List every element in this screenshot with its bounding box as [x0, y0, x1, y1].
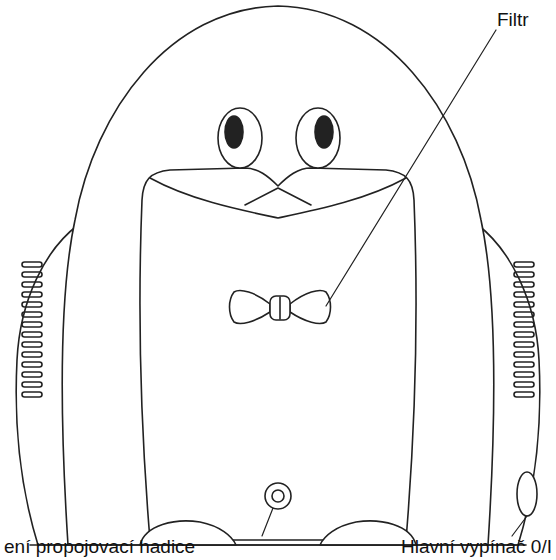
right-vents	[514, 262, 534, 397]
leader-line	[512, 516, 527, 536]
bow-tie-left	[230, 291, 271, 324]
vent-slot	[514, 352, 534, 357]
vent-slot	[22, 262, 42, 267]
bow-tie-right	[290, 291, 331, 324]
part-label: Filtr	[497, 10, 529, 31]
right-eye	[296, 108, 340, 168]
vent-slot	[514, 342, 534, 347]
vent-slot	[514, 332, 534, 337]
left-pupil	[225, 116, 243, 148]
main-switch	[517, 472, 537, 516]
vent-slot	[22, 382, 42, 387]
left-eye	[218, 108, 262, 168]
vent-slot	[514, 322, 534, 327]
vent-slot	[22, 312, 42, 317]
vent-slot	[22, 362, 42, 367]
vent-slot	[514, 382, 534, 387]
hose-connector-inner	[272, 490, 284, 502]
vent-slot	[22, 302, 42, 307]
vent-slot	[514, 392, 534, 397]
vent-slot	[514, 282, 534, 287]
belly-panel	[140, 168, 416, 540]
vent-slot	[514, 372, 534, 377]
part-label: ení propojovací hadice	[4, 537, 195, 558]
vent-slot	[22, 392, 42, 397]
vent-slot	[514, 312, 534, 317]
vent-slot	[22, 272, 42, 277]
beak-tip	[245, 188, 311, 205]
vent-slot	[514, 292, 534, 297]
vent-slot	[22, 372, 42, 377]
bow-tie-fold	[279, 297, 281, 319]
vent-slot	[22, 292, 42, 297]
right-pupil	[315, 116, 333, 148]
hose-connector	[265, 483, 291, 509]
left-vents	[22, 262, 42, 397]
body-dome	[62, 6, 494, 545]
vent-slot	[22, 352, 42, 357]
bow-tie-knot	[270, 296, 290, 320]
vent-slot	[514, 262, 534, 267]
vent-slot	[22, 332, 42, 337]
leader-line	[326, 30, 496, 306]
vent-slot	[22, 342, 42, 347]
vent-slot	[514, 362, 534, 367]
vent-slot	[22, 282, 42, 287]
vent-slot	[514, 272, 534, 277]
beak	[150, 178, 406, 218]
leader-line	[262, 508, 273, 536]
vent-slot	[514, 302, 534, 307]
part-label: Hlavní vypínač 0/I	[401, 537, 552, 558]
vent-slot	[22, 322, 42, 327]
